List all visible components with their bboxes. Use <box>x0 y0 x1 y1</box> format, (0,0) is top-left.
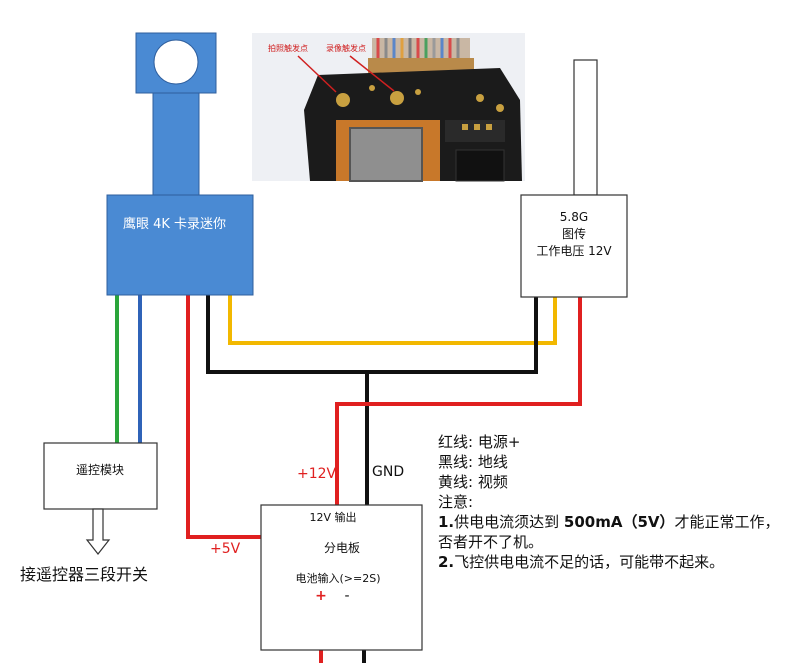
note-1: 1.供电电流须达到 500mA（5V）才能正常工作，否者开不了机。 <box>438 512 783 552</box>
pcb-photo: 拍照触发点 录像触发点 <box>252 33 525 182</box>
pdb-title: 分电板 <box>324 541 360 555</box>
legend-black: 黑线: 地线 <box>438 453 508 471</box>
pdb-minus: - <box>344 588 349 604</box>
power-distribution-board: 12V 输出 分电板 电池输入(>=2S) + - <box>260 504 423 651</box>
remote-module-label: 遥控模块 <box>76 463 124 477</box>
note-1-post: 才能正常工作，否者开不了机。 <box>438 513 780 551</box>
vtx-module: 5.8G 图传 工作电压 12V <box>520 59 628 298</box>
notes-heading: 注意: <box>438 493 474 511</box>
down-arrow-icon <box>85 508 111 555</box>
wire-red-5v <box>186 295 262 539</box>
label-5v: +5V <box>210 541 241 557</box>
annotation-record-trigger: 录像触发点 <box>326 43 366 53</box>
camera-module: 鹰眼 4K 卡录迷你 <box>106 32 254 296</box>
note-2-number: 2. <box>438 553 455 571</box>
wire-black-camera <box>206 295 367 374</box>
note-2-text: 飞控供电电流不足的话，可能带不起来。 <box>454 553 725 571</box>
wire-yellow-video <box>228 295 557 345</box>
vtx-antenna <box>573 59 598 196</box>
wire-red-12v <box>335 297 582 505</box>
camera-stem <box>152 92 200 196</box>
remote-caption: 接遥控器三段开关 <box>20 565 148 584</box>
camera-lens-icon <box>153 39 199 85</box>
pcb-pad-photo <box>336 93 350 107</box>
note-1-bold: 500mA（5V） <box>563 513 675 531</box>
pdb-out-label: 12V 输出 <box>309 510 356 524</box>
remote-module: 遥控模块 接遥控器三段开关 <box>20 442 158 584</box>
remote-module-box <box>43 442 158 510</box>
label-12v: +12V <box>297 466 337 482</box>
wires <box>115 295 582 663</box>
vtx-line3: 工作电压 12V <box>536 244 612 258</box>
note-1-number: 1. <box>438 513 455 531</box>
note-2: 2.飞控供电电流不足的话，可能带不起来。 <box>438 552 783 572</box>
vtx-line1: 5.8G <box>560 210 588 224</box>
legend-red: 红线: 电源+ <box>438 433 521 451</box>
ribbon-cable <box>368 38 474 74</box>
camera-label: 鹰眼 4K 卡录迷你 <box>123 216 226 232</box>
wire-black-vtx <box>367 297 538 374</box>
pcb-chip <box>455 149 505 182</box>
vtx-line2: 图传 <box>562 226 586 241</box>
vtx-body <box>520 194 628 298</box>
camera-body <box>106 194 254 296</box>
pcb-sensor <box>349 127 423 182</box>
legend-yellow: 黄线: 视频 <box>438 473 508 491</box>
pdb-box <box>260 504 423 651</box>
arrow-photo-trigger <box>297 55 337 93</box>
note-1-pre: 供电电流须达到 <box>454 513 564 531</box>
notes-panel: 红线: 电源+ 黑线: 地线 黄线: 视频 注意: 1.供电电流须达到 500m… <box>438 432 783 572</box>
arrow-record-trigger <box>349 55 395 92</box>
label-gnd: GND <box>372 464 404 480</box>
pdb-plus: + <box>315 588 327 604</box>
pdb-in-label: 电池输入(>=2S) <box>296 571 381 585</box>
pcb-pad-record <box>390 91 404 105</box>
annotation-photo-trigger: 拍照触发点 <box>268 43 308 53</box>
